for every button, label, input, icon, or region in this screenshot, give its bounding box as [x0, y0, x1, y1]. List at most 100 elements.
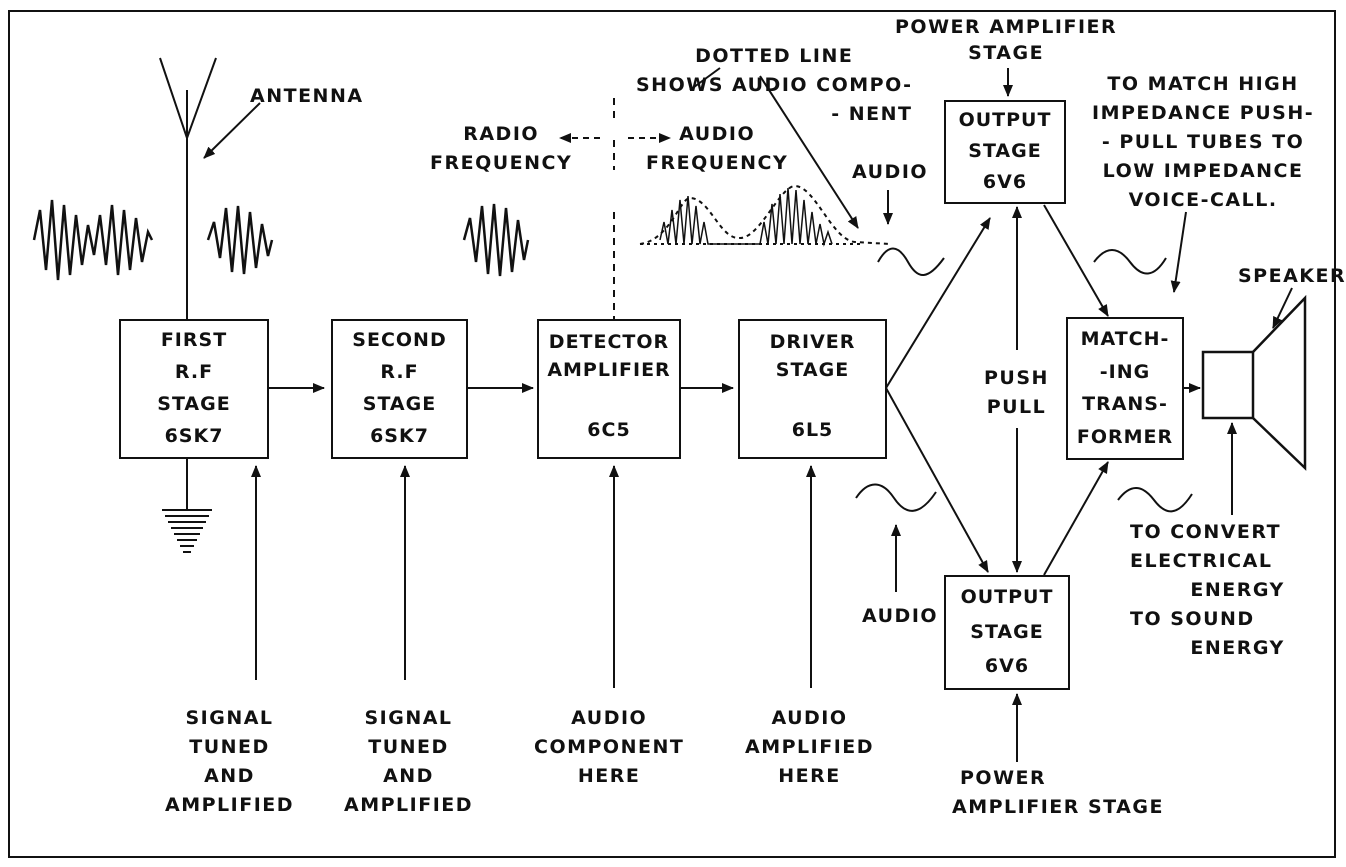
box-line: R.F: [380, 361, 419, 384]
bottom-label-rf1: SIGNAL TUNED AND AMPLIFIED: [165, 704, 294, 820]
audio-wave-matching-top: [1093, 249, 1167, 275]
bottom-label-detector: AUDIO COMPONENT HERE: [534, 704, 684, 791]
antenna-label: ANTENNA: [250, 85, 364, 107]
label-line: COMPONENT: [534, 736, 685, 758]
label-line: AND: [383, 765, 434, 787]
match-note-label: TO MATCH HIGH IMPEDANCE PUSH- - PULL TUB…: [1092, 70, 1314, 215]
label-line: ENERGY: [1190, 637, 1285, 659]
label-line: AMPLIFIED: [344, 794, 474, 816]
label-line: AMPLIFIER STAGE: [952, 796, 1164, 818]
label-line: POWER AMPLIFIER: [895, 16, 1118, 38]
box-line: AMPLIFIER: [547, 358, 671, 381]
box-line: SECOND: [352, 329, 447, 352]
bottom-label-rf2: SIGNAL TUNED AND AMPLIFIED: [344, 704, 473, 820]
audio-wave-mid: [855, 483, 937, 512]
output-stage-top-box: OUTPUT STAGE 6V6: [944, 100, 1066, 204]
arrow-driver-output-bottom: [885, 387, 989, 573]
rf-wave-icon-1: [32, 199, 154, 281]
box-line: MATCH-: [1080, 327, 1170, 350]
speaker-label: SPEAKER: [1238, 265, 1346, 287]
label-line: STAGE: [968, 42, 1045, 64]
label-line: TO SOUND: [1130, 608, 1255, 630]
label-line: TUNED: [189, 736, 270, 758]
dotted-line-note: DOTTED LINE SHOWS AUDIO COMPO- - NENT: [636, 42, 912, 129]
label-line: VOICE-CALL.: [1128, 189, 1278, 211]
radio-frequency-label: RADIO FREQUENCY: [430, 120, 572, 178]
label-line: PULL: [986, 396, 1047, 418]
label-line: TO MATCH HIGH: [1107, 73, 1299, 95]
tube-type: 6V6: [982, 170, 1028, 193]
tube-type: 6C5: [587, 418, 631, 441]
label-line: AUDIO: [571, 707, 648, 729]
box-line: OUTPUT: [958, 109, 1052, 132]
label-line: SIGNAL: [185, 707, 274, 729]
label-line: FREQUENCY: [646, 152, 789, 174]
audio-mid-label: AUDIO: [862, 605, 939, 627]
tube-type: 6SK7: [164, 425, 224, 448]
label-line: HERE: [778, 765, 841, 787]
label-line: - PULL TUBES TO: [1101, 131, 1305, 153]
label-line: TO CONVERT: [1130, 521, 1282, 543]
label-line: AUDIO: [679, 123, 756, 145]
box-line: STAGE: [157, 393, 231, 416]
label-line: PUSH: [984, 367, 1049, 389]
detector-amplifier-box: DETECTOR AMPLIFIER 6C5: [537, 319, 681, 459]
label-line: TUNED: [368, 736, 449, 758]
label-line: - NENT: [831, 103, 913, 125]
tube-type: 6SK7: [370, 425, 429, 448]
box-line: STAGE: [362, 393, 437, 416]
box-line: STAGE: [775, 358, 850, 381]
box-line: R.F: [174, 361, 214, 384]
label-line: RADIO: [463, 123, 540, 145]
box-line: STAGE: [968, 140, 1042, 163]
pointer-arrow-dotted: [759, 75, 859, 229]
rf-wave-icon-4: [659, 187, 833, 247]
second-rf-stage-box: SECOND R.F STAGE 6SK7: [331, 319, 468, 459]
box-line: FORMER: [1076, 426, 1174, 449]
label-line: AMPLIFIED: [745, 736, 875, 758]
tube-type: 6V6: [984, 654, 1030, 677]
speaker-pointer-arrow: [1272, 287, 1293, 329]
box-line: DRIVER: [769, 331, 856, 353]
box-line: STAGE: [970, 620, 1044, 643]
label-line: LOW IMPEDANCE: [1102, 160, 1304, 182]
arrow-driver-output-top: [885, 217, 991, 389]
label-line: DOTTED LINE: [695, 45, 854, 67]
label-line: AND: [204, 765, 255, 787]
label-line: POWER: [960, 767, 1047, 789]
box-line: OUTPUT: [960, 586, 1054, 609]
antenna-pointer-arrow: [203, 102, 261, 159]
matching-transformer-box: MATCH- -ING TRANS- FORMER: [1066, 317, 1184, 460]
audio-wave-top: [877, 247, 945, 276]
label-line: SIGNAL: [364, 707, 453, 729]
box-line: DETECTOR: [548, 331, 670, 353]
rf-wave-icon-3: [462, 203, 530, 277]
arrow-output-bottom-matching: [1043, 461, 1109, 576]
first-rf-stage-box: FIRST R.F STAGE 6SK7: [119, 319, 269, 459]
label-line: IMPEDANCE PUSH-: [1092, 102, 1315, 124]
label-line: FREQUENCY: [430, 152, 573, 174]
audio-frequency-label: AUDIO FREQUENCY: [646, 120, 788, 178]
diagram-frame: [8, 10, 1336, 858]
box-line: TRANS-: [1082, 393, 1168, 416]
box-line: FIRST: [160, 329, 228, 352]
pointer-arrow-match-note: [1170, 211, 1187, 293]
antenna-icon: [159, 57, 217, 320]
pointer-arrow-dotted-2: [689, 67, 721, 91]
rf-wave-icon-2: [206, 205, 274, 275]
arrow-output-top-matching: [1043, 204, 1109, 317]
label-line: ELECTRICAL: [1130, 550, 1273, 572]
label-line: SHOWS AUDIO COMPO-: [636, 74, 913, 96]
driver-stage-box: DRIVER STAGE 6L5: [738, 319, 887, 459]
label-line: AUDIO: [771, 707, 848, 729]
convert-energy-label: TO CONVERT ELECTRICAL ENERGY TO SOUND EN…: [1130, 518, 1285, 663]
audio-wave-matching-bottom: [1117, 487, 1193, 513]
output-stage-bottom-box: OUTPUT STAGE 6V6: [944, 575, 1070, 690]
label-line: AMPLIFIED: [165, 794, 295, 816]
power-amplifier-stage-bottom-label: POWER AMPLIFIER STAGE: [952, 764, 1164, 822]
push-pull-label: PUSH PULL: [984, 364, 1049, 422]
bottom-label-driver: AUDIO AMPLIFIED HERE: [745, 704, 874, 791]
label-line: HERE: [577, 765, 641, 787]
tube-type: 6L5: [791, 418, 834, 441]
